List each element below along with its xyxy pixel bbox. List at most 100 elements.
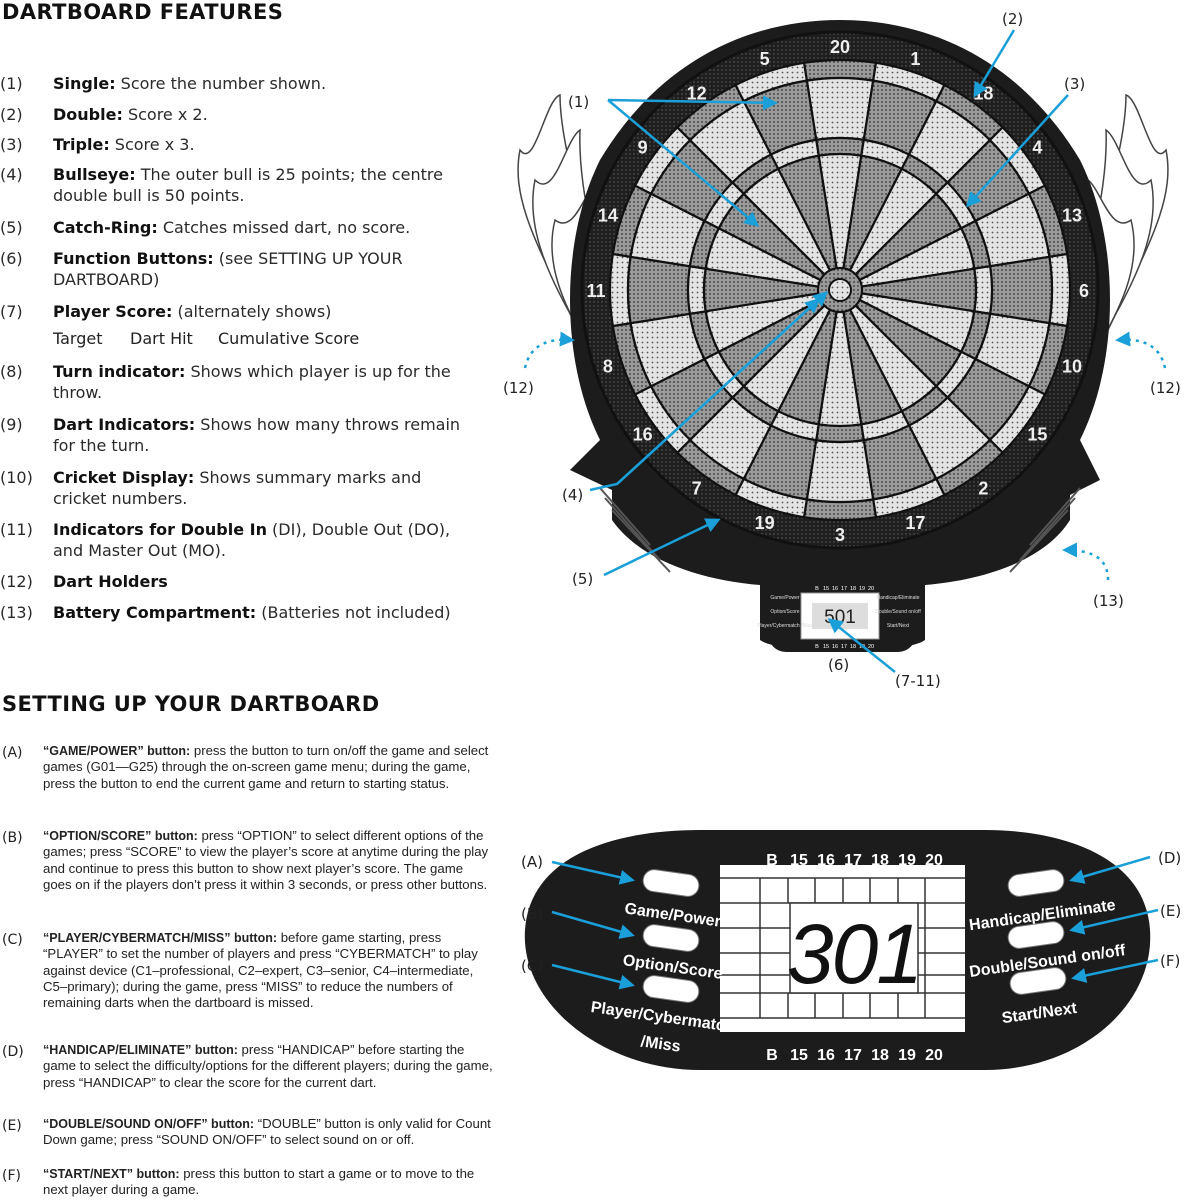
board-number: 11 [586,281,605,301]
player-cybermatch-button[interactable] [642,974,701,1004]
feature-label: Indicators for Double In [53,520,267,539]
panel-cricket-label: 18 [871,852,889,869]
callout-2: (2) [1002,10,1023,28]
feature-desc: Shows which player is up for the throw. [53,362,451,402]
feature-number: (1) [0,74,23,93]
mini-cricket-label: 17 [841,644,847,650]
mini-cricket-label: 18 [850,586,856,592]
start-next-button[interactable] [1009,966,1068,996]
panel-cricket-label: 17 [844,1047,862,1064]
mini-cricket-label: 16 [832,586,838,592]
setup-desc: “DOUBLE” button is only valid for Count … [43,1116,491,1148]
mini-left-button-label: Player/Cybermatch /Miss [757,623,813,629]
mini-cricket-label: 19 [859,586,865,592]
feature-desc: Score x 2. [122,105,208,124]
feature-desc: (see SETTING UP YOUR DARTBOARD) [53,249,403,289]
feature-label: Dart Holders [53,572,168,591]
feature-desc: The outer bull is 25 points; the centre … [53,165,443,205]
board-number: 13 [1062,206,1082,226]
feature-label: Battery Compartment: [53,603,257,622]
mini-cricket-label: 18 [850,644,856,650]
setup-letter: (C) [2,932,23,948]
setup-letter: (B) [2,830,23,846]
mini-left-button-label: Game/Power [770,595,800,601]
setup-letter: (F) [2,1168,21,1184]
board-vents [599,487,1081,573]
callout-6: (6) [828,656,849,674]
mini-right-button-label: Start/Next [887,623,910,629]
setup-label: “OPTION/SCORE” button: [43,829,198,843]
mini-display-readout: 501 [824,607,856,628]
dartboard-segments [608,58,1072,522]
setup-desc: press this button to start a game or to … [43,1166,475,1198]
mini-cricket-label: 20 [868,644,874,650]
handicap-eliminate-button[interactable] [1007,868,1066,898]
callout-12-left: (12) [503,379,534,397]
game-power-button[interactable] [642,868,701,898]
setup-letter: (D) [2,1044,24,1060]
board-number: 7 [692,478,702,498]
callout-7-11: (7-11) [895,672,941,690]
panel-cricket-label: 15 [790,852,808,869]
board-number: 9 [638,138,648,158]
feature-number: (5) [0,218,23,237]
feature-desc: (DI), Double Out (DO), and Master Out (M… [53,520,451,560]
board-callout-labels: (1) (2) (3) (4) (5) (6) (7-11) (12) (12)… [503,10,1181,690]
feature-number: (9) [0,415,23,434]
feature-label: Turn indicator: [53,362,186,381]
board-number: 1 [910,49,920,69]
option-score-button[interactable] [642,923,701,953]
panel-cricket-label: 19 [898,852,916,869]
board-number: 2 [978,478,988,498]
feature-desc: Shows how many throws remain for the tur… [53,415,461,455]
feature-label: Dart Indicators: [53,415,196,434]
panel-cricket-label: 19 [898,1047,916,1064]
feature-number: (6) [0,249,23,268]
panel-cricket-label: 16 [817,1047,835,1064]
board-number: 4 [1032,138,1042,158]
board-number: 5 [760,49,770,69]
feature-text: Triple: Score x 3. [53,134,473,155]
mini-cricket-label: 15 [823,644,829,650]
setup-text: “PLAYER/CYBERMATCH/MISS” button: before … [43,930,495,1011]
setup-heading: SETTING UP YOUR DARTBOARD [2,692,380,716]
feature-label: Function Buttons: [53,249,214,268]
mini-cricket-label: 15 [823,586,829,592]
setup-text: “OPTION/SCORE” button: press “OPTION” to… [43,828,495,893]
feature-text: Battery Compartment: (Batteries not incl… [53,602,473,623]
double-sound-button[interactable] [1007,920,1066,950]
callout-b: (B) [521,905,543,923]
feature-text: Single: Score the number shown. [53,73,473,94]
feature-label: Single: [53,74,116,93]
callout-d: (D) [1158,849,1181,867]
setup-text: “DOUBLE/SOUND ON/OFF” button: “DOUBLE” b… [43,1116,495,1149]
setup-text: “START/NEXT” button: press this button t… [43,1166,495,1199]
feature-desc: (Batteries not included) [256,603,451,622]
mini-right-button-label: Handicap/Eliminate [876,595,919,601]
feature-text: Player Score: (alternately shows) [53,301,473,322]
feature-number: (3) [0,135,23,154]
panel-callout-arrows [551,855,1159,990]
setup-desc: press “HANDICAP” before starting the gam… [43,1042,493,1090]
feature-number: (7) [0,302,23,321]
panel-cricket-label: 18 [871,1047,889,1064]
board-number: 16 [633,424,653,444]
feature-text: Dart Holders [53,571,473,592]
callout-13: (13) [1093,592,1124,610]
feature-text: Indicators for Double In (DI), Double Ou… [53,519,473,561]
panel-cricket-label: B [766,852,778,869]
panel-cricket-label: B [766,1047,778,1064]
feature-desc: Catches missed dart, no score. [157,218,411,237]
segment-outer-single [805,76,875,142]
callout-5: (5) [572,570,593,588]
setup-label: “START/NEXT” button: [43,1167,180,1181]
panel-callout-labels: (A) (B) (C) (D) (E) (F) [521,849,1181,975]
mini-right-button-label: Double/Sound on/off [875,609,921,615]
features-heading: DARTBOARD FEATURES [2,0,284,24]
panel-cricket-label: 15 [790,1047,808,1064]
mini-cricket-label: 17 [841,586,847,592]
board-number: 10 [1062,356,1082,376]
